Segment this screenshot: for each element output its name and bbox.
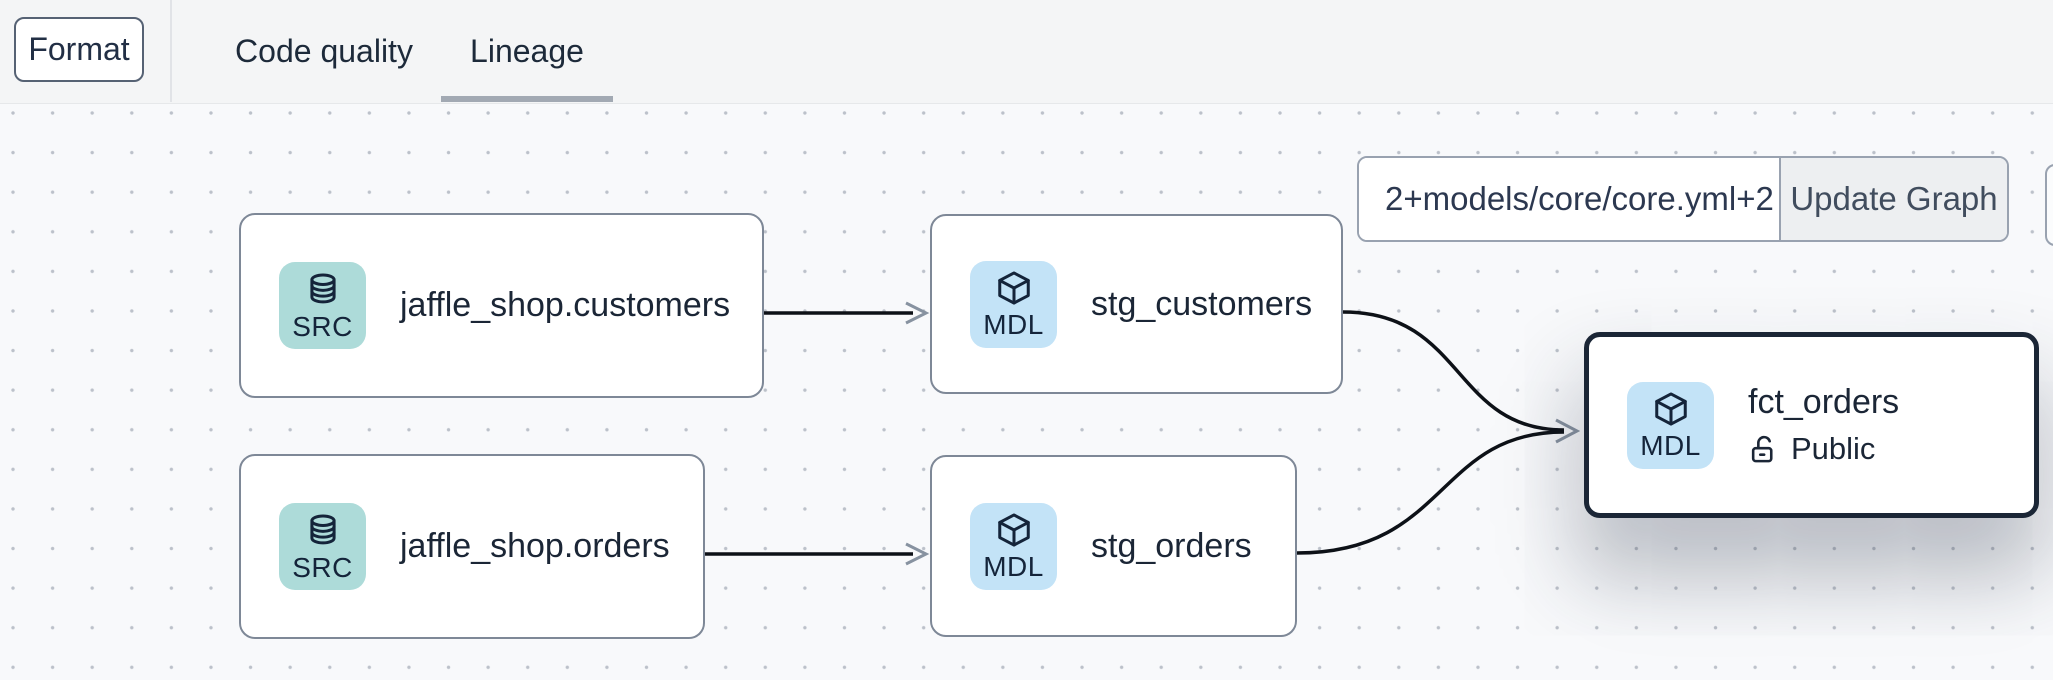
badge-label: MDL (983, 309, 1044, 340)
tab-code-quality[interactable]: Code quality (235, 32, 413, 69)
badge-label: MDL (983, 551, 1044, 582)
node-title: jaffle_shop.orders (400, 527, 670, 565)
header-divider (170, 0, 172, 102)
node-text: fct_orders Public (1748, 383, 1899, 467)
tab-bar: Format Code quality Lineage (0, 0, 2053, 104)
update-graph-button[interactable]: Update Graph (1779, 158, 2007, 240)
cube-icon (1654, 392, 1687, 426)
access-row: Public (1748, 431, 1899, 467)
badge-label: MDL (1640, 430, 1701, 461)
node-title: fct_orders (1748, 383, 1900, 421)
node-jaffle-shop-orders[interactable]: SRC jaffle_shop.orders (239, 454, 705, 639)
access-label: Public (1791, 431, 1876, 466)
tab-lineage[interactable]: Lineage (441, 0, 613, 102)
database-icon (309, 513, 336, 544)
selector-group: Update Graph (1357, 156, 2009, 242)
model-badge: MDL (970, 260, 1057, 348)
node-stg-customers[interactable]: MDL stg_customers (930, 214, 1343, 394)
node-title: stg_orders (1091, 526, 1252, 565)
node-stg-orders[interactable]: MDL stg_orders (930, 455, 1297, 637)
cube-icon (997, 271, 1030, 305)
model-badge: MDL (1627, 381, 1714, 469)
database-icon (309, 272, 336, 303)
source-badge: SRC (279, 503, 366, 590)
node-fct-orders[interactable]: MDL fct_orders Public (1584, 332, 2039, 518)
node-jaffle-shop-customers[interactable]: SRC jaffle_shop.customers (239, 213, 764, 398)
format-button[interactable]: Format (14, 17, 144, 82)
selector-input[interactable] (1359, 158, 1779, 240)
clipped-right-button[interactable] (2045, 164, 2053, 246)
model-badge: MDL (970, 502, 1057, 590)
node-title: jaffle_shop.customers (400, 286, 731, 324)
badge-label: SRC (292, 310, 353, 342)
source-badge: SRC (279, 262, 366, 349)
node-title: stg_customers (1091, 284, 1313, 323)
badge-label: SRC (292, 551, 353, 583)
cube-icon (997, 513, 1030, 547)
unlock-icon (1751, 435, 1773, 462)
